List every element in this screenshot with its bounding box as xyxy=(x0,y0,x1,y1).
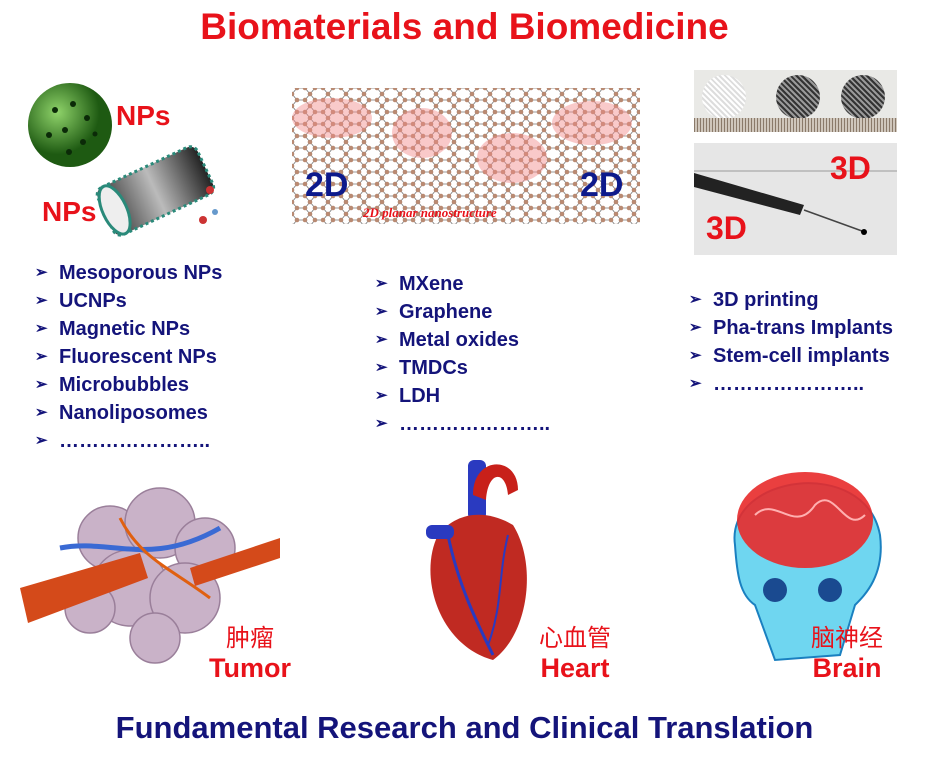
3d-printing-syringe-image xyxy=(694,143,897,255)
organ-label-cn: 肿瘤 xyxy=(226,625,274,652)
list-item: ➢MXene xyxy=(375,270,550,298)
arrowhead-bullet-icon: ➢ xyxy=(689,375,702,392)
list-item: ➢Graphene xyxy=(375,298,550,326)
arrowhead-bullet-icon: ➢ xyxy=(375,387,388,404)
arrowhead-bullet-icon: ➢ xyxy=(35,404,48,421)
white-scaffold-icon xyxy=(702,75,746,119)
list-item: ➢Stem-cell implants xyxy=(689,342,893,370)
arrowhead-bullet-icon: ➢ xyxy=(35,320,48,337)
list-item: ➢TMDCs xyxy=(375,354,550,382)
arrowhead-bullet-icon: ➢ xyxy=(35,292,48,309)
dark-scaffold-icon xyxy=(776,75,820,119)
organ-label-en: Brain xyxy=(812,653,882,683)
arrowhead-bullet-icon: ➢ xyxy=(375,331,388,348)
list-item: ➢Nanoliposomes xyxy=(35,399,222,427)
slide-title: Biomaterials and Biomedicine xyxy=(200,6,729,47)
3d-scaffold-image xyxy=(694,70,897,132)
organ-label-en: Heart xyxy=(540,653,610,683)
list-item: ➢………………….. xyxy=(375,410,550,438)
mesoporous-sphere-icon xyxy=(28,83,112,167)
nps-label-top: NPs xyxy=(116,100,171,131)
2d-caption: 2D planar nanostructure xyxy=(363,205,497,220)
arrowhead-bullet-icon: ➢ xyxy=(689,319,702,336)
arrowhead-bullet-icon: ➢ xyxy=(35,376,48,393)
brain-illustration xyxy=(733,472,882,662)
arrowhead-bullet-icon: ➢ xyxy=(375,303,388,320)
3d-label-bottom: 3D xyxy=(706,210,747,246)
arrowhead-bullet-icon: ➢ xyxy=(375,359,388,376)
organ-brain: 脑神经 Brain xyxy=(792,618,902,684)
nps-list: ➢Mesoporous NPs ➢UCNPs ➢Magnetic NPs ➢Fl… xyxy=(35,259,222,455)
list-item: ➢Fluorescent NPs xyxy=(35,343,222,371)
nanotube-icon xyxy=(95,145,216,237)
list-item: ➢Microbubbles xyxy=(35,371,222,399)
ruler-icon xyxy=(694,118,897,132)
arrowhead-bullet-icon: ➢ xyxy=(375,275,388,292)
organ-label-en: Tumor xyxy=(209,653,291,683)
dark-scaffold-icon xyxy=(841,75,885,119)
slide-footer: Fundamental Research and Clinical Transl… xyxy=(115,710,814,745)
organ-tumor: 肿瘤 Tumor xyxy=(195,618,305,684)
list-item: ➢Magnetic NPs xyxy=(35,315,222,343)
tumor-illustration xyxy=(20,487,280,664)
3d-list: ➢3D printing ➢Pha-trans Implants ➢Stem-c… xyxy=(689,286,893,398)
list-item: ➢Metal oxides xyxy=(375,326,550,354)
list-item: ➢UCNPs xyxy=(35,287,222,315)
organ-label-cn: 心血管 xyxy=(539,625,611,652)
organ-heart: 心血管 Heart xyxy=(520,618,630,684)
2d-nanosheet-image xyxy=(292,88,640,224)
2d-list: ➢MXene ➢Graphene ➢Metal oxides ➢TMDCs ➢L… xyxy=(375,270,550,438)
2d-label-right: 2D xyxy=(580,166,624,204)
arrowhead-bullet-icon: ➢ xyxy=(35,348,48,365)
arrowhead-bullet-icon: ➢ xyxy=(689,347,702,364)
list-item: ➢Pha-trans Implants xyxy=(689,314,893,342)
list-item: ➢3D printing xyxy=(689,286,893,314)
nanoparticle-illustration xyxy=(28,83,218,237)
arrowhead-bullet-icon: ➢ xyxy=(689,291,702,308)
arrowhead-bullet-icon: ➢ xyxy=(375,415,388,432)
list-item: ➢………………….. xyxy=(689,370,893,398)
2d-label-left: 2D xyxy=(305,166,349,204)
list-item: ➢Mesoporous NPs xyxy=(35,259,222,287)
nps-label-bottom: NPs xyxy=(42,196,97,227)
organ-label-cn: 脑神经 xyxy=(811,625,883,652)
arrowhead-bullet-icon: ➢ xyxy=(35,432,48,449)
heart-illustration xyxy=(426,460,527,660)
list-item: ➢………………….. xyxy=(35,427,222,455)
list-item: ➢LDH xyxy=(375,382,550,410)
arrowhead-bullet-icon: ➢ xyxy=(35,264,48,281)
3d-label-top: 3D xyxy=(830,150,871,186)
